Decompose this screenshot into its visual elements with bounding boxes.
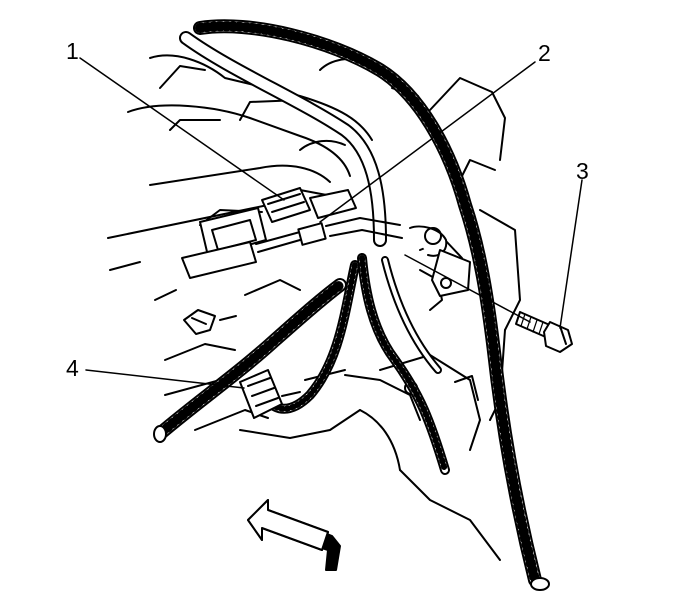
callout-2: 2 — [538, 40, 551, 66]
leader-line-3b — [404, 254, 531, 323]
upper-tube — [179, 31, 387, 247]
leader-lines — [79, 57, 583, 389]
leader-line-1 — [79, 57, 285, 201]
leader-line-3 — [559, 179, 583, 329]
connector-assembly — [181, 187, 448, 279]
main-harness — [193, 19, 550, 591]
lower-harness — [153, 278, 347, 443]
callout-4: 4 — [66, 355, 79, 381]
direction-arrow — [247, 499, 341, 571]
lower-connector — [183, 309, 301, 419]
leader-line-2 — [319, 61, 536, 223]
bolt — [515, 311, 573, 353]
callout-1: 1 — [66, 38, 79, 64]
branch-harness — [263, 253, 450, 475]
callout-3: 3 — [576, 158, 589, 184]
leader-line-4 — [85, 369, 245, 389]
